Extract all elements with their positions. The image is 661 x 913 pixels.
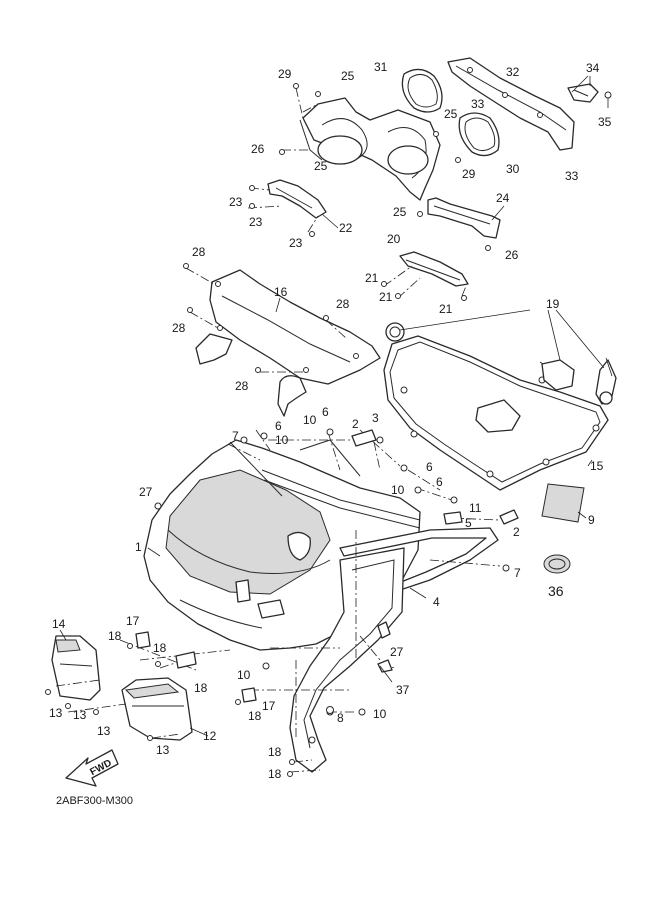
callout-28: 28 <box>336 297 350 311</box>
callout-33: 33 <box>471 97 485 111</box>
callout-36: 36 <box>548 583 564 599</box>
callout-23: 23 <box>249 215 263 229</box>
callout-23: 23 <box>229 195 243 209</box>
callout-11: 11 <box>469 501 482 515</box>
callout-37: 37 <box>396 683 410 697</box>
callout-12: 12 <box>203 729 217 743</box>
headlight-ring-30 <box>458 112 500 157</box>
callout-18: 18 <box>153 641 167 655</box>
bracket-22 <box>267 179 327 219</box>
callout-17: 17 <box>262 699 276 713</box>
label-panel-9 <box>541 483 585 523</box>
callout-26: 26 <box>251 142 265 156</box>
side-cover-12 <box>121 677 193 741</box>
callout-33: 33 <box>565 169 579 183</box>
callout-29: 29 <box>278 67 292 81</box>
screw-35 <box>604 91 612 108</box>
headlight-ring-31 <box>401 68 443 113</box>
callout-15: 15 <box>590 459 604 473</box>
callout-18: 18 <box>268 767 282 781</box>
callout-13: 13 <box>97 724 111 738</box>
callout-34: 34 <box>586 61 600 75</box>
callout-25: 25 <box>444 107 458 121</box>
callout-25: 25 <box>314 159 328 173</box>
callout-21: 21 <box>439 302 453 316</box>
forward-direction-arrow: FWD <box>65 749 119 787</box>
callout-10: 10 <box>303 413 317 427</box>
callout-28: 28 <box>192 245 206 259</box>
callout-8: 8 <box>337 711 344 725</box>
callout-35: 35 <box>598 115 612 129</box>
callout-27: 27 <box>139 485 153 499</box>
headlight-cover-assembly <box>299 97 441 201</box>
side-cover-14 <box>51 635 101 701</box>
glovebox-lid-15 <box>383 335 609 491</box>
callout-13: 13 <box>73 708 87 722</box>
callout-2: 2 <box>352 417 359 431</box>
callout-23: 23 <box>289 236 303 250</box>
callout-13: 13 <box>49 706 63 720</box>
callout-labels: 29 25 31 32 34 33 25 35 26 25 30 33 29 2… <box>49 60 612 781</box>
callout-4: 4 <box>433 595 440 609</box>
callout-24: 24 <box>496 191 510 205</box>
frame-rail <box>229 439 421 529</box>
callout-18: 18 <box>108 629 122 643</box>
callout-7: 7 <box>232 429 239 443</box>
callout-2: 2 <box>513 525 520 539</box>
callout-20: 20 <box>387 232 401 246</box>
callout-10: 10 <box>275 433 289 447</box>
fasteners <box>45 83 519 777</box>
callout-6: 6 <box>275 419 282 433</box>
callout-6: 6 <box>322 405 329 419</box>
inner-panel-16 <box>195 269 381 417</box>
callout-30: 30 <box>506 162 520 176</box>
callout-6: 6 <box>436 475 443 489</box>
callout-19: 19 <box>546 297 560 311</box>
callout-3: 3 <box>372 411 379 425</box>
leader-lines <box>59 75 605 737</box>
callout-25: 25 <box>341 69 355 83</box>
callout-6: 6 <box>426 460 433 474</box>
callout-28: 28 <box>235 379 249 393</box>
callout-18: 18 <box>248 709 262 723</box>
callout-25: 25 <box>393 205 407 219</box>
callout-22: 22 <box>339 221 353 235</box>
callout-27: 27 <box>390 645 404 659</box>
lock-assembly-19 <box>385 322 617 405</box>
callout-28: 28 <box>172 321 186 335</box>
callout-17: 17 <box>126 614 140 628</box>
callout-18: 18 <box>268 745 282 759</box>
callout-13: 13 <box>156 743 170 757</box>
callout-7: 7 <box>514 566 521 580</box>
callout-10: 10 <box>373 707 387 721</box>
callout-10: 10 <box>237 668 251 682</box>
callout-5: 5 <box>465 516 472 530</box>
callout-1: 1 <box>135 540 142 554</box>
callout-32: 32 <box>506 65 520 79</box>
callout-26: 26 <box>505 248 519 262</box>
diagram-code: 2ABF300-M300 <box>56 795 133 807</box>
callout-31: 31 <box>374 60 388 74</box>
clip-34 <box>567 83 599 103</box>
callout-29: 29 <box>462 167 476 181</box>
callout-21: 21 <box>379 290 393 304</box>
callout-9: 9 <box>588 513 595 527</box>
bracket-20 <box>399 251 469 287</box>
callout-14: 14 <box>52 617 66 631</box>
callout-18: 18 <box>194 681 208 695</box>
callout-21: 21 <box>365 271 379 285</box>
callout-16: 16 <box>274 285 288 299</box>
trim-strip-32 <box>447 57 575 151</box>
bracket-24 <box>427 197 501 239</box>
callout-10: 10 <box>391 483 405 497</box>
emblem-36 <box>543 554 571 574</box>
